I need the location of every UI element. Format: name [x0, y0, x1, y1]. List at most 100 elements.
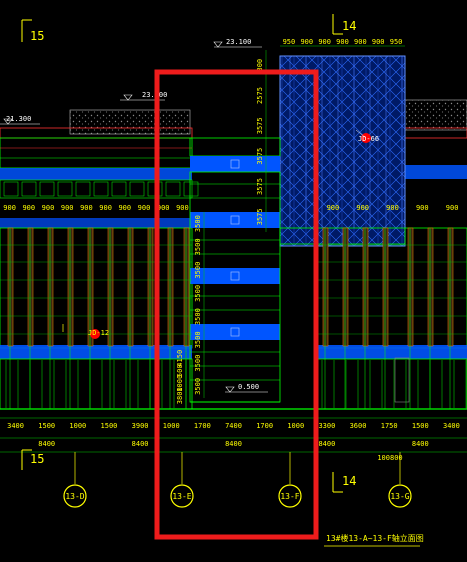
total-dimension: 100800	[377, 454, 402, 462]
drawing-title: 13#楼13-A~13-F轴立面图	[326, 533, 424, 543]
core-vertical-dimension: 3500	[194, 238, 202, 255]
core-vertical-dimension: 3500	[194, 378, 202, 395]
section-label-bottom-right: 14	[342, 474, 356, 488]
bottom-dimension: 1500	[101, 422, 118, 430]
structural-column	[107, 227, 114, 347]
core-top-block	[189, 137, 281, 157]
axis-label: 13-F	[280, 492, 299, 501]
tower-vertical-dimension: 300	[256, 59, 264, 72]
top-dimension: 950	[390, 38, 403, 46]
core-band-3	[190, 268, 280, 284]
section-mark-top-left: 15	[21, 19, 44, 43]
bottom-dimension: 1500	[38, 422, 55, 430]
tower-vertical-dimension: 3575	[256, 208, 264, 225]
window-frame	[165, 181, 181, 197]
band-dimension: 900	[416, 204, 429, 212]
core-window	[230, 215, 240, 225]
bottom-dimension: 3400	[7, 422, 24, 430]
structural-column	[362, 227, 369, 347]
axis-label: 13-D	[65, 492, 84, 501]
window-frame	[93, 181, 109, 197]
section-label-top-right: 14	[342, 19, 356, 33]
core-vertical-dimension: 3500	[194, 308, 202, 325]
glass-tower	[279, 55, 406, 247]
structural-column	[87, 227, 94, 347]
selection-highlight[interactable]	[154, 69, 319, 540]
bottom-dimension: 1700	[256, 422, 273, 430]
callout-jd66: JD-66	[355, 129, 379, 143]
band-dimension: 900	[99, 204, 112, 212]
left-upper-facade	[0, 137, 193, 169]
left-window-row-1	[0, 179, 193, 199]
band-dimension: 900	[22, 204, 35, 212]
band-dimension: 900	[138, 204, 151, 212]
structural-column	[27, 227, 34, 347]
right-band-3	[318, 345, 467, 359]
section-mark-bottom-right: 14	[332, 472, 356, 493]
lower-vertical-dimension: 3800	[176, 387, 184, 404]
band-dimension: 900	[42, 204, 55, 212]
bottom-dimension: 1000	[287, 422, 304, 430]
structural-column	[382, 227, 389, 347]
bottom-dimension: 3600	[350, 422, 367, 430]
structural-column	[67, 227, 74, 347]
callout-jd12: JD-12	[62, 324, 109, 339]
axis-label: 13-E	[172, 492, 191, 501]
top-dimension: 900	[336, 38, 349, 46]
core-band-2	[190, 212, 280, 228]
bottom-dimension: 3300	[318, 422, 335, 430]
section-mark-bottom-left: 15	[21, 449, 44, 470]
core-window	[230, 271, 240, 281]
core-band-4	[190, 324, 280, 340]
right-stair	[394, 357, 410, 403]
bottom-dimension-axis: 8400	[38, 440, 55, 448]
band-dimension: 900	[446, 204, 459, 212]
structural-column	[127, 227, 134, 347]
callout-label-jd12: JD-12	[88, 329, 109, 337]
left-band-3	[0, 345, 192, 359]
elevation-label-1: 23.100	[226, 38, 251, 46]
structural-column	[147, 227, 154, 347]
left-ground-frame	[0, 358, 193, 410]
structural-column	[183, 227, 190, 347]
band-dimension: 900	[118, 204, 131, 212]
structural-column	[407, 227, 414, 347]
tower-vertical-dimension: 3575	[256, 148, 264, 165]
structural-column	[47, 227, 54, 347]
structural-column	[167, 227, 174, 347]
lower-vertical-dimension: 1000	[176, 375, 184, 392]
window-frame	[57, 181, 73, 197]
window-frame	[21, 181, 37, 197]
bottom-dimension: 1000	[69, 422, 86, 430]
core-vertical-dimension: 3500	[194, 285, 202, 302]
tower-vertical-dimension: 3575	[256, 117, 264, 134]
elevation-mark-1: 23.100	[213, 38, 262, 48]
axis-bubble	[63, 484, 87, 508]
window-frame	[75, 181, 91, 197]
bottom-dimension-axis: 8400	[412, 440, 429, 448]
left-band-2	[0, 218, 192, 228]
core-window	[230, 327, 240, 337]
band-dimension: 900	[3, 204, 16, 212]
core-vertical-dimension: 3500	[194, 215, 202, 232]
section-label-bottom-left: 15	[30, 452, 44, 466]
structural-column	[447, 227, 454, 347]
elevation-mark-3: 21.300	[0, 115, 40, 125]
section-label-top-left: 15	[30, 29, 44, 43]
window-frame	[39, 181, 55, 197]
callout-label-jd66: JD-66	[358, 135, 379, 143]
bottom-dimension: 1750	[381, 422, 398, 430]
band-dimension: 900	[157, 204, 170, 212]
bottom-dimension-axis: 8400	[225, 440, 242, 448]
window-frame	[111, 181, 127, 197]
band-dimension: 900	[80, 204, 93, 212]
left-roof-hatch	[69, 109, 191, 135]
top-dimension: 900	[300, 38, 313, 46]
elevation-mark-4: 0.500	[225, 383, 268, 393]
bottom-dimension-axis: 8400	[318, 440, 335, 448]
bottom-dimension: 1000	[163, 422, 180, 430]
elevation-label-4: 0.500	[238, 383, 259, 391]
